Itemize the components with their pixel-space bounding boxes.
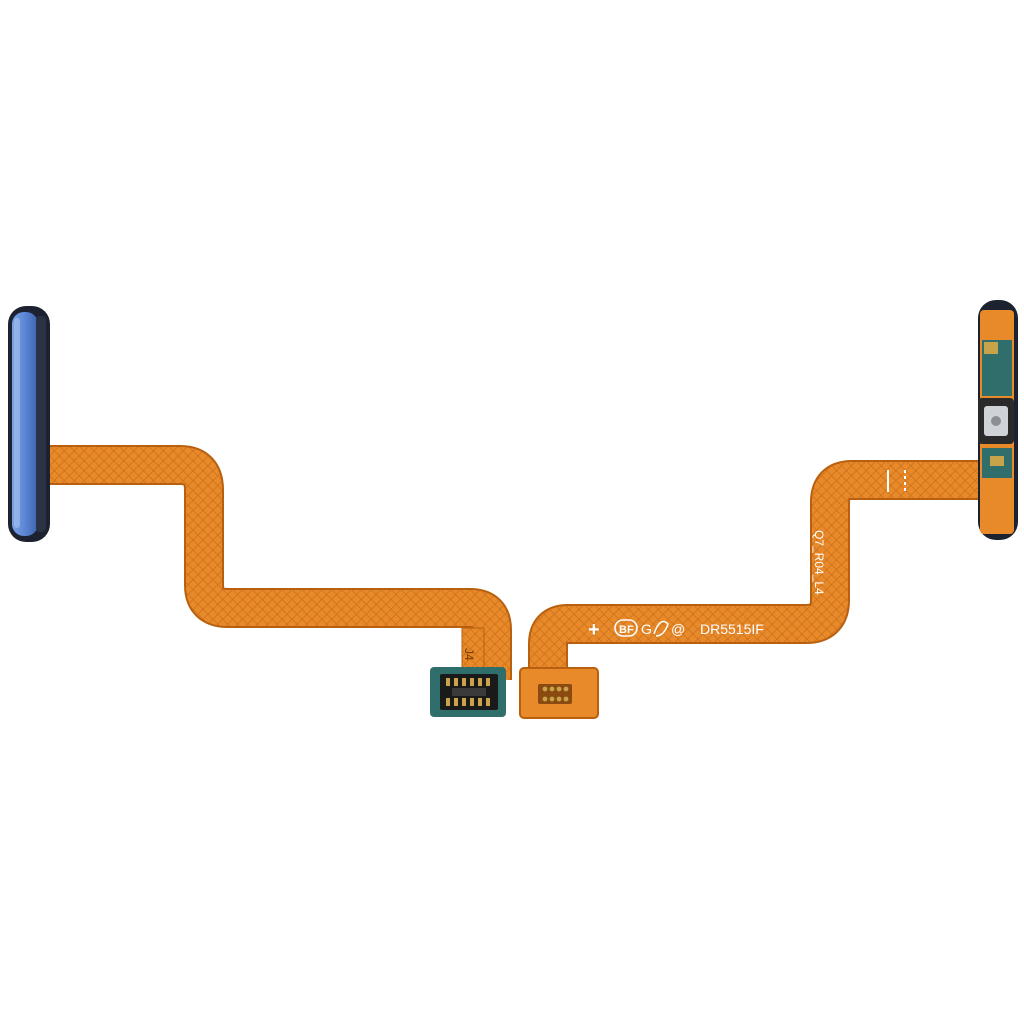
left-flex-cable [44, 445, 512, 680]
plus-mark: + [588, 619, 600, 641]
connector-ref-label: J4 [462, 648, 476, 661]
right-flex-cable [528, 460, 990, 672]
marks-label: BF [619, 624, 634, 636]
fingerprint-sensor-right [978, 300, 1018, 540]
fingerprint-button-left [8, 306, 50, 542]
svg-text:@: @ [671, 621, 685, 637]
part-number-label: DR5515IF [700, 621, 764, 637]
revision-label: Q7_R04_L4 [812, 530, 826, 595]
board-connector-right [519, 667, 599, 719]
silkscreen-marks: + BF G @ DR5515IF Q7_R04_L4 [588, 530, 826, 641]
board-connector-left [430, 667, 506, 717]
svg-text:G: G [641, 621, 652, 637]
